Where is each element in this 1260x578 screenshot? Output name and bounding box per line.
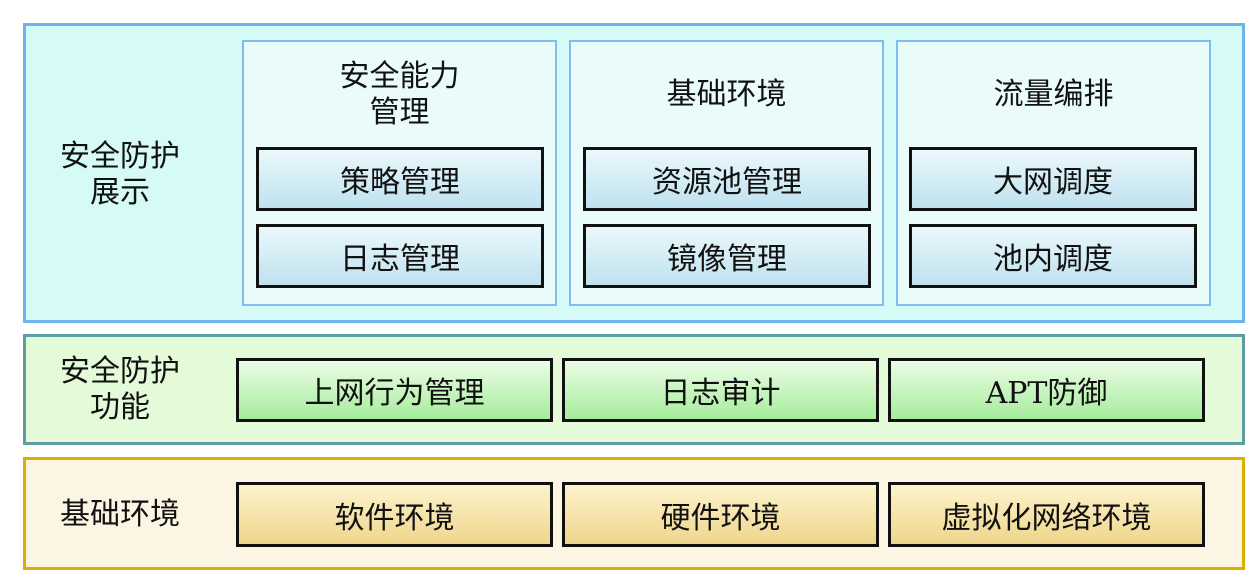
display-layer-label: 安全防护 展示 [30, 130, 210, 220]
policy-management-box: 策略管理 [256, 147, 544, 211]
label-line: 安全防护 [60, 354, 180, 389]
in-pool-scheduling-box: 池内调度 [909, 224, 1197, 288]
software-environment-box: 软件环境 [236, 482, 553, 547]
internet-behavior-management-box: 上网行为管理 [236, 358, 553, 422]
title-line: 管理 [369, 95, 430, 130]
function-layer-label: 安全防护 功能 [30, 345, 210, 435]
column-title: 流量编排 [993, 77, 1114, 112]
column-title: 安全能力管理 [244, 50, 555, 140]
log-audit-box: 日志审计 [562, 358, 879, 422]
hardware-environment-box: 硬件环境 [562, 482, 879, 547]
base-layer-label: 基础环境 [60, 497, 180, 532]
virtual-network-environment-box: 虚拟化网络环境 [888, 482, 1205, 547]
column-title: 基础环境 [666, 77, 787, 112]
wan-scheduling-box: 大网调度 [909, 147, 1197, 211]
title-line: 安全能力 [339, 59, 460, 94]
resource-pool-management-box: 资源池管理 [583, 147, 871, 211]
label-line: 功能 [90, 390, 150, 425]
log-management-box: 日志管理 [256, 224, 544, 288]
label-line: 安全防护 [60, 139, 180, 174]
apt-defense-box: APT防御 [888, 358, 1205, 422]
image-management-box: 镜像管理 [583, 224, 871, 288]
label-line: 展示 [90, 175, 150, 210]
